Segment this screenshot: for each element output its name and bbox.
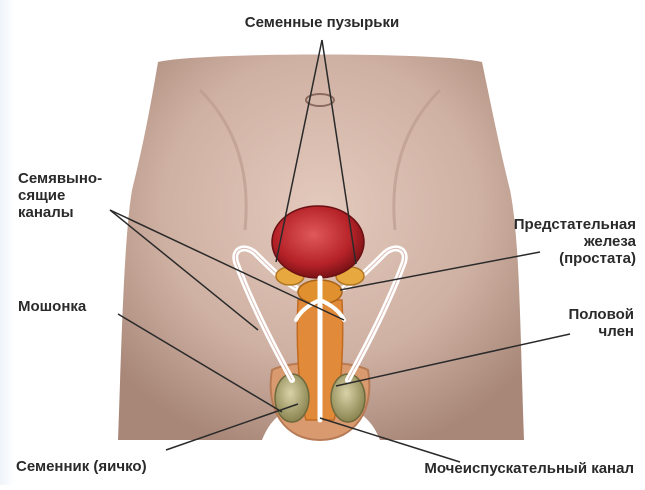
label-seminal-vesicles: Семенные пузырьки (222, 14, 422, 31)
label-scrotum: Мошонка (18, 298, 138, 315)
label-penis: Половой член (520, 306, 634, 340)
left-margin-strip (0, 0, 14, 485)
label-vas-deferens: Семявыно- сящие каналы (18, 170, 138, 221)
label-urethra: Мочеиспускательный канал (372, 460, 634, 477)
label-prostate: Предстательная железа (простата) (476, 216, 636, 267)
label-testicle: Семенник (яичко) (16, 458, 216, 475)
